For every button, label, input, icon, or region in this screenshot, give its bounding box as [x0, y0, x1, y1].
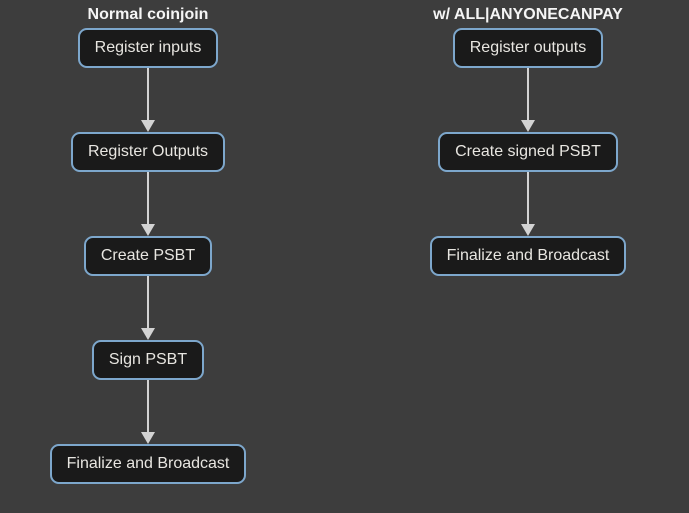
node-finalize-and-broadcast: Finalize and Broadcast	[49, 444, 247, 484]
column-title-anyonecanpay: w/ ALL|ANYONECANPAY	[433, 6, 623, 23]
arrow-head-icon	[141, 120, 155, 132]
arrow-head-icon	[141, 328, 155, 340]
flowchart-column-anyonecanpay: w/ ALL|ANYONECANPAY Register outputs Cre…	[398, 5, 658, 276]
node-register-outputs: Register Outputs	[70, 132, 226, 172]
arrow-down-icon	[521, 172, 535, 236]
arrow-line	[147, 276, 149, 328]
arrow-head-icon	[141, 432, 155, 444]
arrow-line	[147, 68, 149, 120]
column-title-normal-coinjoin: Normal coinjoin	[87, 6, 209, 23]
node-create-psbt: Create PSBT	[83, 236, 213, 276]
node-register-inputs: Register inputs	[77, 28, 219, 68]
arrow-line	[527, 172, 529, 224]
arrow-line	[147, 380, 149, 432]
arrow-down-icon	[521, 68, 535, 132]
arrow-line	[147, 172, 149, 224]
node-register-outputs-acp: Register outputs	[452, 28, 604, 68]
arrow-down-icon	[141, 68, 155, 132]
node-create-signed-psbt: Create signed PSBT	[438, 132, 618, 172]
arrow-down-icon	[141, 380, 155, 444]
arrow-head-icon	[521, 224, 535, 236]
node-finalize-and-broadcast-acp: Finalize and Broadcast	[429, 236, 627, 276]
node-sign-psbt: Sign PSBT	[91, 340, 205, 380]
arrow-head-icon	[521, 120, 535, 132]
arrow-head-icon	[141, 224, 155, 236]
arrow-down-icon	[141, 172, 155, 236]
arrow-line	[527, 68, 529, 120]
arrow-down-icon	[141, 276, 155, 340]
flowchart-column-normal-coinjoin: Normal coinjoin Register inputs Register…	[18, 5, 278, 484]
